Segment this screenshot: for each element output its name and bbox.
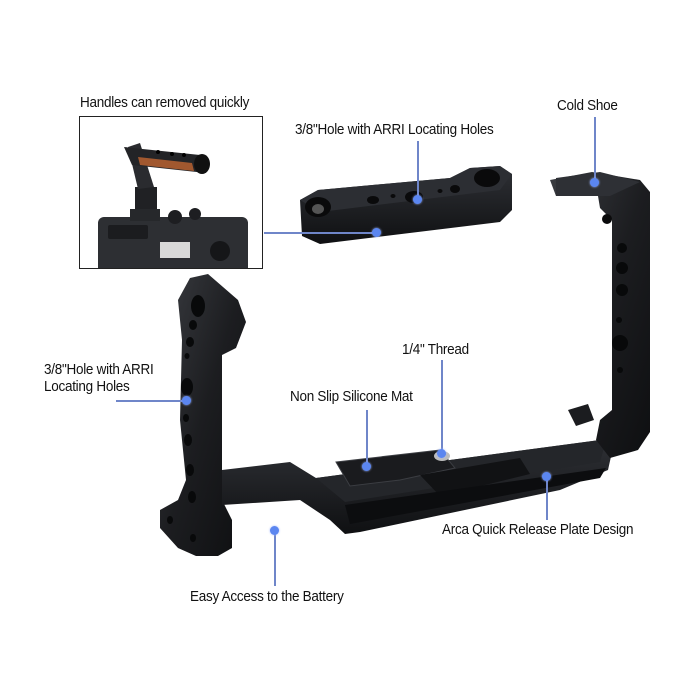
marker-dot-top-plate-holes [413,195,422,204]
leader-line-side-holes [116,400,186,402]
callout-arca-plate: Arca Quick Release Plate Design [442,521,634,538]
leader-line-thread [441,360,443,452]
leader-line-top-plate-holes [417,141,419,197]
leader-line-cold-shoe [594,117,596,181]
leader-line-battery [274,534,276,586]
cage-left-upright [160,274,246,556]
marker-dot-plate-side [372,228,381,237]
callout-cold-shoe: Cold Shoe [557,97,618,114]
marker-dot-cold-shoe [590,178,599,187]
camera-with-handle-illustration [98,143,248,268]
callout-side-holes-line2: Locating Holes [44,378,130,395]
leader-line-arca-plate [546,478,548,520]
callout-battery: Easy Access to the Battery [190,588,344,605]
marker-dot-silicone-mat [362,462,371,471]
leader-line-silicone-mat [366,410,368,464]
marker-dot-battery [270,526,279,535]
inset-caption: Handles can removed quickly [80,94,250,111]
cage-base-plate [222,440,612,534]
callout-side-holes-line1: 3/8"Hole with ARRI [44,361,154,378]
marker-dot-side-holes [182,396,191,405]
callout-thread: 1/4" Thread [402,341,469,358]
leader-line-inset-to-plate [264,232,376,234]
handle-inset-photo [79,116,263,269]
cage-right-upright [550,172,650,458]
callout-top-plate-holes: 3/8"Hole with ARRI Locating Holes [295,121,494,138]
marker-dot-arca-plate [542,472,551,481]
marker-dot-thread [437,449,446,458]
callout-silicone-mat: Non Slip Silicone Mat [290,388,413,405]
